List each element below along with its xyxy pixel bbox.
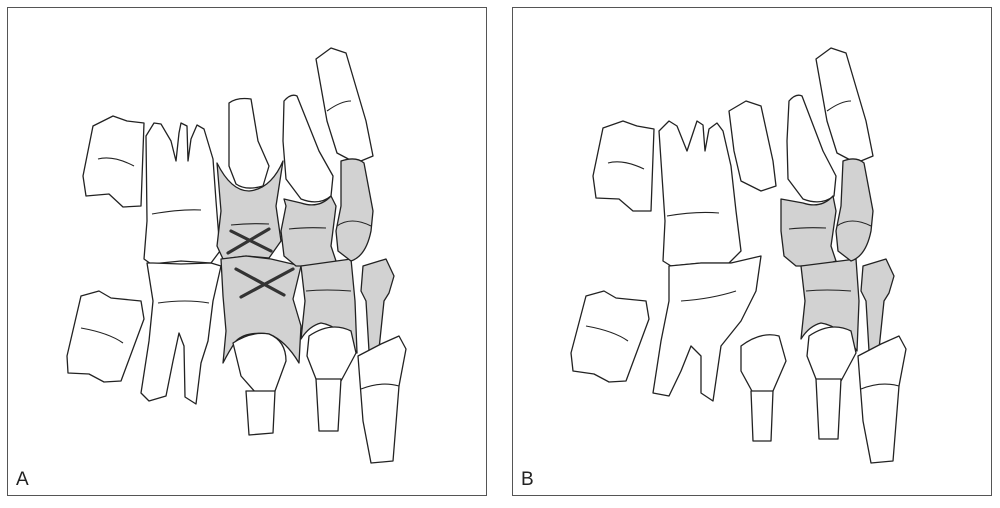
panel-b: B [512,7,992,496]
dentition-diagram-b [570,47,907,464]
dentition-diagram-a [66,47,407,464]
upper-incisor [815,47,874,164]
panel-label-b: B [521,469,534,490]
erupting-premolar-lower [232,332,287,394]
primary-canine-upper [280,195,337,267]
lower-incisor [357,335,407,464]
lower-molar [140,262,222,405]
upper-molar [143,122,221,265]
primary-lateral-lower [360,258,395,352]
panel-label-a: A [16,469,29,490]
erupting-canine-lower [806,326,857,382]
erupting-canine-upper [786,94,837,203]
upper-premolar [592,120,655,212]
extraction-mark-upper [226,227,273,255]
panel-a: A [7,7,487,496]
lower-premolar [570,290,650,383]
primary-lateral-upper [335,158,374,262]
upper-molar [658,120,742,267]
lower-premolar [66,290,145,383]
upper-premolar [82,115,145,208]
extraction-mark-lower [234,267,295,299]
primary-canine-upper [780,195,837,267]
erupting-premolar-upper [228,97,270,189]
lower-premolar-erupting [740,334,787,394]
lower-incisor [857,335,907,464]
primary-lateral-upper [835,158,874,262]
erupting-canine-lower [306,326,357,382]
lower-molar-tilted [652,255,762,402]
upper-incisor [315,47,374,164]
upper-premolar-erupting [728,100,777,192]
primary-lateral-lower [860,258,895,352]
